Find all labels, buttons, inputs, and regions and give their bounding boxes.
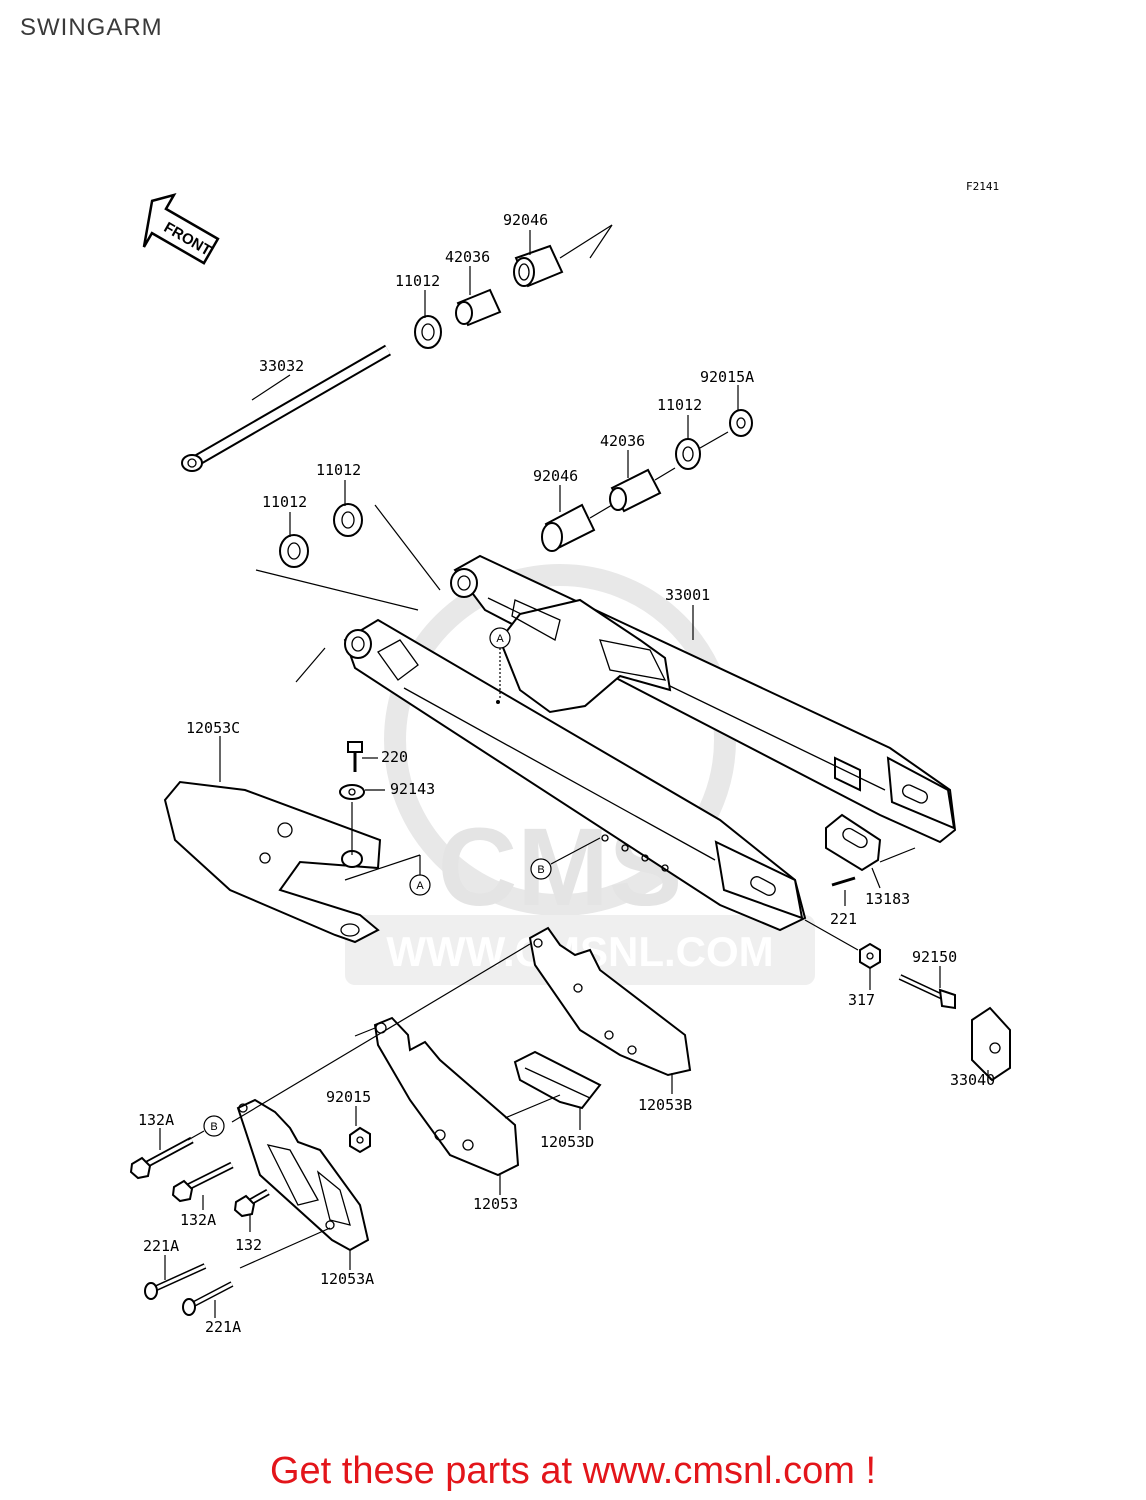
chain-guide-assembly [231, 926, 692, 1269]
buy-parts-link[interactable]: Get these parts at www.cmsnl.com ! [269, 1450, 877, 1492]
part-label: 12053C [186, 719, 240, 737]
part-label: 11012 [657, 396, 702, 414]
part-label: 92150 [912, 948, 957, 966]
callout-a-upper: A [489, 627, 511, 700]
upper-bushing-set [414, 224, 613, 349]
part-label: 11012 [395, 272, 440, 290]
part-label: 317 [848, 991, 875, 1009]
part-label: 33040 [950, 1071, 995, 1089]
part-label: 221A [205, 1318, 241, 1336]
part-label: 221 [830, 910, 857, 928]
part-label: 220 [381, 748, 408, 766]
callout-a-lower-label: A [416, 880, 424, 892]
callout-b-lower: B [187, 1115, 225, 1141]
watermark: CMS WWW.CMSNL.COM [345, 564, 815, 985]
parts-diagram: CMS WWW.CMSNL.COM F2141 FRONT [129, 180, 1011, 1336]
part-label: 92046 [503, 211, 548, 229]
part-label: 132A [138, 1111, 174, 1129]
label-leaders [159, 230, 989, 1318]
swingarm [343, 554, 957, 932]
part-label: 33001 [665, 586, 710, 604]
left-seals [255, 503, 441, 683]
part-label: 13183 [865, 890, 910, 908]
part-label: 12053B [638, 1096, 692, 1114]
part-label: 92015 [326, 1088, 371, 1106]
part-label: 12053A [320, 1270, 374, 1288]
callout-b-upper: B [530, 837, 601, 880]
mounting-bolts [129, 1126, 371, 1316]
part-label: 11012 [316, 461, 361, 479]
page-title: SWINGARM [20, 14, 163, 41]
callout-b-lower-label: B [210, 1121, 217, 1133]
part-label: 92015A [700, 368, 754, 386]
part-label: 12053 [473, 1195, 518, 1213]
part-labels: 92046 42036 11012 33032 92015A 11012 420… [138, 211, 995, 1336]
adjuster-bolt [898, 974, 1011, 1082]
chain-adjuster [804, 813, 916, 970]
part-label: 42036 [600, 432, 645, 450]
callout-a-lower: A [409, 855, 431, 896]
part-label: 221A [143, 1237, 179, 1255]
part-label: 42036 [445, 248, 490, 266]
screw-and-washer [339, 741, 421, 881]
pivot-shaft [181, 344, 391, 472]
part-label: 132 [235, 1236, 262, 1254]
part-label: 92046 [533, 467, 578, 485]
part-label: 33032 [259, 357, 304, 375]
part-label: 12053D [540, 1133, 594, 1151]
callout-a-upper-label: A [496, 633, 504, 645]
front-arrow: FRONT [142, 193, 220, 265]
part-label: 92143 [390, 780, 435, 798]
part-label: 11012 [262, 493, 307, 511]
part-label: 132A [180, 1211, 216, 1229]
figure-code: F2141 [966, 180, 999, 193]
lower-bushing-set [541, 409, 753, 552]
chain-slider [163, 780, 382, 944]
callout-b-upper-label: B [537, 864, 544, 876]
